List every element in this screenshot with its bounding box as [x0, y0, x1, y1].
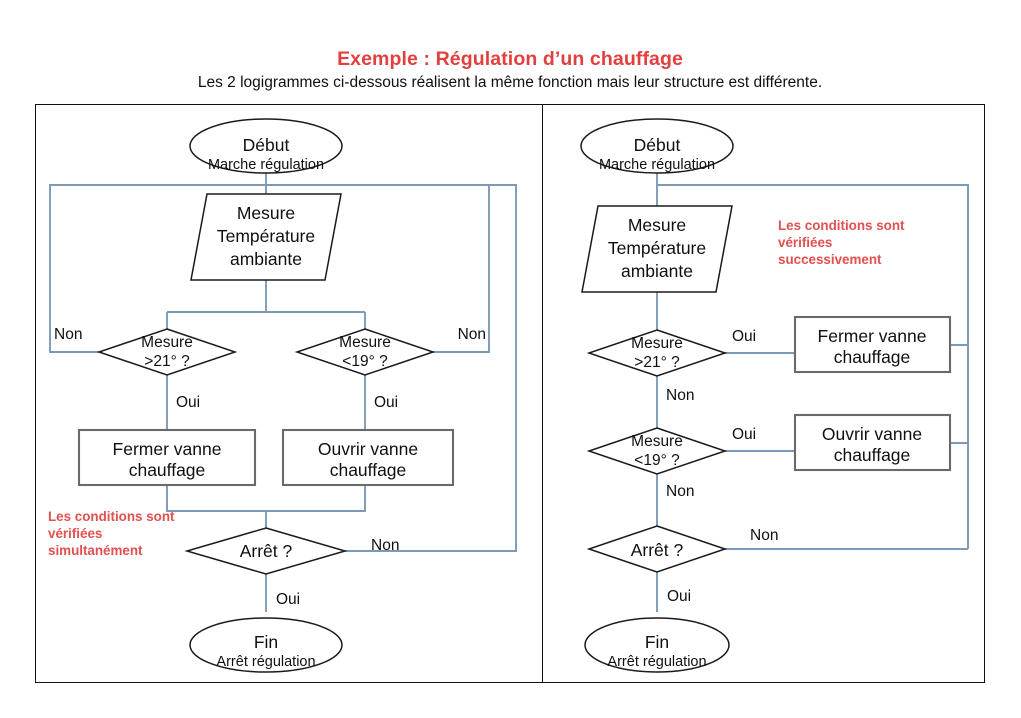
r-edge-return-bus [657, 184, 969, 549]
left-end-line1: Fin [254, 632, 278, 652]
left-action-close-valve: Fermer vanne chauffage [77, 428, 257, 487]
left-annotation-note: Les conditions sont vérifiées simultaném… [48, 509, 175, 558]
right-decision-low-line1: Mesure [631, 433, 683, 450]
right-input-line3: ambiante [621, 261, 693, 281]
left-action-close-line1: Fermer vanne [113, 439, 222, 459]
right-action-open-valve: Ouvrir vanne chauffage [793, 413, 952, 472]
right-label-high-non: Non [666, 387, 694, 404]
left-input-parallelogram: Mesure Température ambiante [190, 193, 342, 281]
right-start-terminator: Début Marche régulation [580, 118, 734, 174]
left-decision-high: Mesure >21° ? [96, 328, 238, 376]
left-decision-low: Mesure <19° ? [294, 328, 436, 376]
left-action-close-line2: chauffage [129, 460, 206, 480]
right-end-line1: Fin [645, 632, 669, 652]
right-action-open-line2: chauffage [834, 445, 911, 465]
page-subtitle: Les 2 logigrammes ci-dessous réalisent l… [197, 74, 823, 91]
right-input-line2: Température [608, 238, 706, 258]
edge-outer-feedback-loop [266, 184, 517, 552]
right-decision-high: Mesure >21° ? [586, 329, 728, 377]
left-label-high-oui: Oui [176, 394, 200, 411]
right-decision-stop: Arrêt ? [586, 525, 728, 573]
right-decision-high-line1: Mesure [631, 335, 683, 352]
right-input-parallelogram: Mesure Température ambiante [581, 205, 733, 293]
right-decision-low-line2: <19° ? [634, 452, 680, 469]
header-band: Exemple : Régulation d’un chauffage Les … [35, 36, 985, 105]
right-end-line2: Arrêt régulation [607, 654, 706, 670]
right-note-line3: successivement [778, 252, 882, 267]
left-end-terminator: Fin Arrêt régulation [189, 617, 343, 673]
left-decision-stop: Arrêt ? [184, 527, 348, 575]
edge-close-to-stop [166, 485, 267, 528]
right-label-low-oui: Oui [732, 426, 756, 443]
left-label-low-non: Non [458, 326, 486, 343]
right-label-stop-oui: Oui [667, 588, 691, 605]
right-action-close-line2: chauffage [834, 347, 911, 367]
left-start-line1: Début [243, 135, 290, 155]
right-action-close-line1: Fermer vanne [818, 326, 927, 346]
right-start-line2: Marche régulation [599, 157, 715, 173]
right-decision-stop-label: Arrêt ? [631, 540, 684, 560]
left-decision-low-line2: <19° ? [342, 353, 388, 370]
right-action-close-valve: Fermer vanne chauffage [793, 315, 952, 374]
left-decision-low-line1: Mesure [339, 334, 391, 351]
right-input-line1: Mesure [628, 215, 686, 235]
right-end-terminator: Fin Arrêt régulation [584, 617, 730, 673]
panel-divider [542, 105, 543, 683]
left-label-stop-non: Non [371, 537, 399, 554]
left-start-terminator: Début Marche régulation [189, 118, 343, 174]
right-action-open-line1: Ouvrir vanne [822, 424, 922, 444]
left-action-open-line1: Ouvrir vanne [318, 439, 418, 459]
right-label-low-non: Non [666, 483, 694, 500]
left-connectors [49, 171, 517, 612]
right-decision-high-line2: >21° ? [634, 354, 680, 371]
right-label-high-oui: Oui [732, 328, 756, 345]
left-decision-high-line2: >21° ? [144, 353, 190, 370]
left-input-line1: Mesure [237, 203, 295, 223]
left-decision-stop-label: Arrêt ? [240, 541, 293, 561]
left-note-line3: simultanément [48, 543, 143, 558]
right-connectors [656, 171, 969, 612]
left-decision-high-line1: Mesure [141, 334, 193, 351]
left-label-low-oui: Oui [374, 394, 398, 411]
left-label-stop-oui: Oui [276, 591, 300, 608]
right-start-line1: Début [634, 135, 681, 155]
left-label-high-non: Non [54, 326, 82, 343]
right-annotation-note: Les conditions sont vérifiées successive… [778, 218, 905, 267]
left-action-open-line2: chauffage [330, 460, 407, 480]
edge-open-to-stop [266, 485, 366, 512]
left-input-line3: ambiante [230, 249, 302, 269]
right-note-line1: Les conditions sont [778, 218, 905, 233]
left-action-open-valve: Ouvrir vanne chauffage [281, 428, 455, 487]
left-note-line1: Les conditions sont [48, 509, 175, 524]
left-note-line2: vérifiées [48, 526, 102, 541]
right-note-line2: vérifiées [778, 235, 832, 250]
right-decision-low: Mesure <19° ? [586, 427, 728, 475]
left-end-line2: Arrêt régulation [216, 654, 315, 670]
right-label-stop-non: Non [750, 527, 778, 544]
left-start-line2: Marche régulation [208, 157, 324, 173]
left-input-line2: Température [217, 226, 315, 246]
page-title: Exemple : Régulation d’un chauffage [337, 48, 683, 70]
